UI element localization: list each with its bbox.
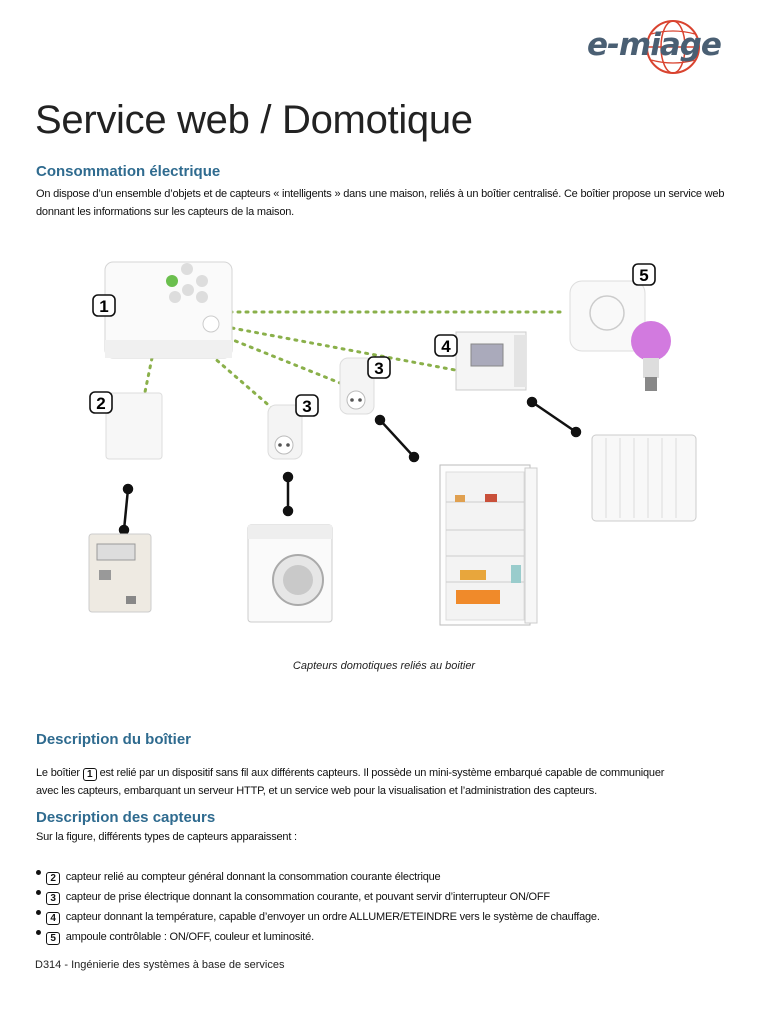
section-heading-consommation: Consommation électrique	[36, 163, 221, 180]
number-labels: 1 2 3 3 4 5	[89, 263, 656, 417]
footer-text: D314 - Ingénierie des systèmes à base de…	[35, 959, 285, 971]
smart-bridge	[569, 280, 646, 352]
sensor-diagram: 1 2 3 3 4 5	[88, 261, 697, 626]
section-heading-capteurs: Description des capteurs	[36, 809, 216, 826]
section-heading-boitier: Description du boîtier	[36, 731, 192, 748]
marker-2: 2	[46, 872, 60, 885]
globe-icon	[646, 20, 700, 74]
logo-wordmark: e-miage	[587, 27, 722, 63]
list-item: 3 capteur de prise électrique donnant la…	[36, 890, 550, 905]
list-item: 4 capteur donnant la température, capabl…	[36, 910, 600, 925]
thermostat	[455, 331, 527, 391]
electric-meter	[88, 533, 152, 613]
wired-links	[118, 396, 582, 536]
plug-sensor-1	[267, 404, 303, 460]
marker-5: 5	[46, 932, 60, 945]
washing-machine	[247, 524, 333, 623]
hub-device	[104, 261, 233, 359]
label-4: 4	[441, 337, 451, 356]
boitier-text-before: Le boîtier	[36, 767, 80, 779]
radiator	[591, 434, 697, 522]
boitier-text-line2: avec les capteurs, embarquant un serveur…	[36, 785, 597, 797]
smart-bulb	[631, 321, 671, 391]
marker-4: 4	[46, 912, 60, 925]
intro-paragraph: On dispose d’un ensemble d’objets et de …	[36, 188, 725, 218]
meter-sensor	[105, 392, 163, 460]
fridge	[439, 464, 538, 626]
label-5: 5	[639, 266, 648, 285]
wireless-links	[143, 310, 567, 417]
plug-sensor-2	[339, 357, 375, 415]
label-3b: 3	[374, 359, 383, 378]
list-item-text: capteur relié au compteur général donnan…	[65, 871, 441, 883]
marker-1: 1	[82, 768, 97, 781]
list-item-text: capteur de prise électrique donnant la c…	[65, 891, 550, 903]
boitier-paragraph: Le boîtier 1 est relié par un dispositif…	[36, 764, 746, 800]
list-item: 5 ampoule contrôlable : ON/OFF, couleur …	[36, 930, 314, 945]
e-miage-logo: e-miage	[585, 14, 755, 84]
list-item-text: ampoule contrôlable : ON/OFF, couleur et…	[65, 931, 314, 943]
label-1: 1	[99, 297, 108, 316]
list-item-text: capteur donnant la température, capable …	[65, 911, 600, 923]
marker-3: 3	[46, 892, 60, 905]
figure-caption: Capteurs domotiques reliés au boitier	[292, 660, 476, 672]
label-2: 2	[96, 394, 105, 413]
capteurs-intro: Sur la figure, différents types de capte…	[36, 831, 297, 843]
page-title: Service web / Domotique	[35, 98, 473, 142]
boitier-text-after: est relié par un dispositif sans fil aux…	[99, 767, 665, 779]
label-3a: 3	[302, 397, 311, 416]
list-item: 2 capteur relié au compteur général donn…	[36, 870, 441, 885]
